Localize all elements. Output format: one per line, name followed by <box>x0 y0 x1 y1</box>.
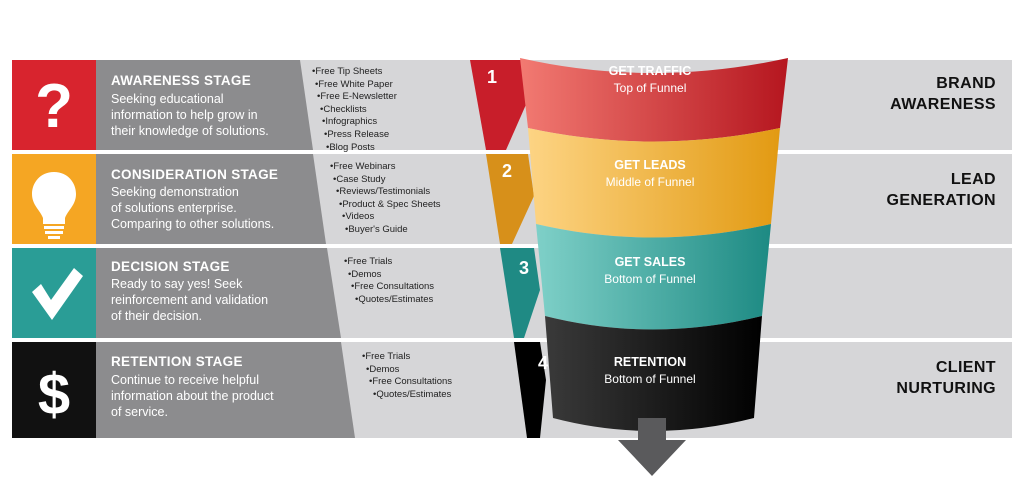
right-label-line-2: AWARENESS <box>890 96 996 113</box>
list-item: Videos <box>342 211 441 224</box>
right-label-line-1: CLIENT <box>935 359 996 376</box>
awareness-stage-description: Seeking educational information to help … <box>111 91 311 139</box>
consideration-stage-title: CONSIDERATION STAGE <box>111 167 279 182</box>
retention-desc-line-1: Continue to receive helpful <box>111 373 260 387</box>
icon-box-awareness <box>12 60 96 150</box>
decision-desc-line-1: Ready to say yes! Seek <box>111 277 243 291</box>
desc-panel-awareness <box>96 60 313 150</box>
decision-stage-description: Ready to say yes! Seek reinforcement and… <box>111 276 311 324</box>
icon-box-decision <box>12 248 96 338</box>
list-item: Free Consultations <box>351 281 434 294</box>
funnel-edge-teal <box>500 248 540 338</box>
awareness-desc-line-3: their knowledge of solutions. <box>111 124 269 138</box>
list-item: Reviews/Testimonials <box>336 186 441 199</box>
list-item: Buyer's Guide <box>345 224 441 237</box>
retention-content-list: Free Trials Demos Free Consultations Quo… <box>362 351 452 401</box>
funnel-band-traffic <box>520 58 788 142</box>
desc-panel-consideration <box>96 154 326 244</box>
retention-desc-line-3: of service. <box>111 405 168 419</box>
retention-stage-description: Continue to receive helpful information … <box>111 372 311 420</box>
funnel-edge-orange <box>486 154 534 244</box>
right-label-line-2: NURTURING <box>896 380 996 397</box>
funnel-label-retention: RETENTION <box>613 355 687 369</box>
desc-panel-decision <box>96 248 341 338</box>
right-label-line-1: LEAD <box>950 171 996 188</box>
funnel-sub-retention: Bottom of Funnel <box>604 372 696 386</box>
stage-number-4: 4 <box>538 353 549 373</box>
funnel-band-leads <box>528 128 780 238</box>
list-item: Blog Posts <box>326 142 397 155</box>
desc-panel-retention <box>96 342 355 438</box>
list-item: Case Study <box>333 174 441 187</box>
list-item: Product & Spec Sheets <box>339 199 440 212</box>
funnel-sub-traffic: Top of Funnel <box>613 81 687 95</box>
description-panels <box>96 60 355 438</box>
list-item: Demos <box>366 364 452 377</box>
funnel-edge-black <box>514 342 546 438</box>
decision-stage-title: DECISION STAGE <box>111 259 230 274</box>
question-mark-icon: ? <box>35 72 73 141</box>
right-label-line-1: BRAND <box>936 75 996 92</box>
list-item: Infographics <box>322 116 397 129</box>
lightbulb-icon <box>32 172 76 239</box>
awareness-stage-title: AWARENESS STAGE <box>111 73 252 88</box>
funnel-label-sales: GET SALES <box>614 255 686 269</box>
right-label-lead-generation: LEAD GENERATION <box>887 169 996 211</box>
funnel-edges <box>470 60 546 438</box>
list-item: Free Tip Sheets <box>312 66 397 79</box>
list-item: Checklists <box>320 104 397 117</box>
right-label-client-nurturing: CLIENT NURTURING <box>896 357 996 399</box>
right-label-brand-awareness: BRAND AWARENESS <box>890 73 996 115</box>
consideration-content-list: Free Webinars Case Study Reviews/Testimo… <box>330 161 441 237</box>
right-label-line-2: GENERATION <box>886 192 996 209</box>
awareness-desc-line-2: information to help grow in <box>111 108 258 122</box>
funnel-sub-leads: Middle of Funnel <box>605 175 695 189</box>
decision-content-list: Free Trials Demos Free Consultations Quo… <box>344 256 434 306</box>
consideration-stage-description: Seeking demonstration of solutions enter… <box>111 184 311 232</box>
down-arrow-icon <box>618 418 686 476</box>
stage-number-2: 2 <box>502 161 513 181</box>
awareness-content-list: Free Tip Sheets Free White Paper Free E-… <box>312 66 397 154</box>
list-item: Demos <box>348 269 434 282</box>
retention-desc-line-2: information about the product <box>111 389 274 403</box>
list-item: Free Trials <box>344 256 434 269</box>
funnel-band-retention <box>545 316 762 431</box>
icon-box-retention <box>12 342 96 438</box>
list-item: Quotes/Estimates <box>355 294 434 307</box>
checkmark-icon <box>32 268 83 320</box>
stage-number-3: 3 <box>519 258 530 278</box>
stage-number-1: 1 <box>487 67 498 87</box>
list-item: Quotes/Estimates <box>373 389 452 402</box>
list-item: Free White Paper <box>315 79 397 92</box>
list-item: Free E-Newsletter <box>317 91 397 104</box>
retention-stage-title: RETENTION STAGE <box>111 354 243 369</box>
consideration-desc-line-1: Seeking demonstration <box>111 185 239 199</box>
funnel-label-leads: GET LEADS <box>614 158 686 172</box>
dollar-sign-icon: $ <box>38 362 70 427</box>
list-item: Free Trials <box>362 351 452 364</box>
list-item: Press Release <box>324 129 397 142</box>
list-item: Free Webinars <box>330 161 441 174</box>
funnel-band-sales <box>536 224 771 330</box>
decision-desc-line-3: of their decision. <box>111 309 203 323</box>
decision-desc-line-2: reinforcement and validation <box>111 293 269 307</box>
funnel <box>520 58 788 431</box>
consideration-desc-line-2: of solutions enterprise. <box>111 201 237 215</box>
funnel-sub-sales: Bottom of Funnel <box>604 272 696 286</box>
funnel-edge-red <box>470 60 528 150</box>
list-item: Free Consultations <box>369 376 452 389</box>
consideration-desc-line-3: Comparing to other solutions. <box>111 217 275 231</box>
awareness-desc-line-1: Seeking educational <box>111 92 224 106</box>
funnel-label-traffic: GET TRAFFIC <box>608 64 692 78</box>
